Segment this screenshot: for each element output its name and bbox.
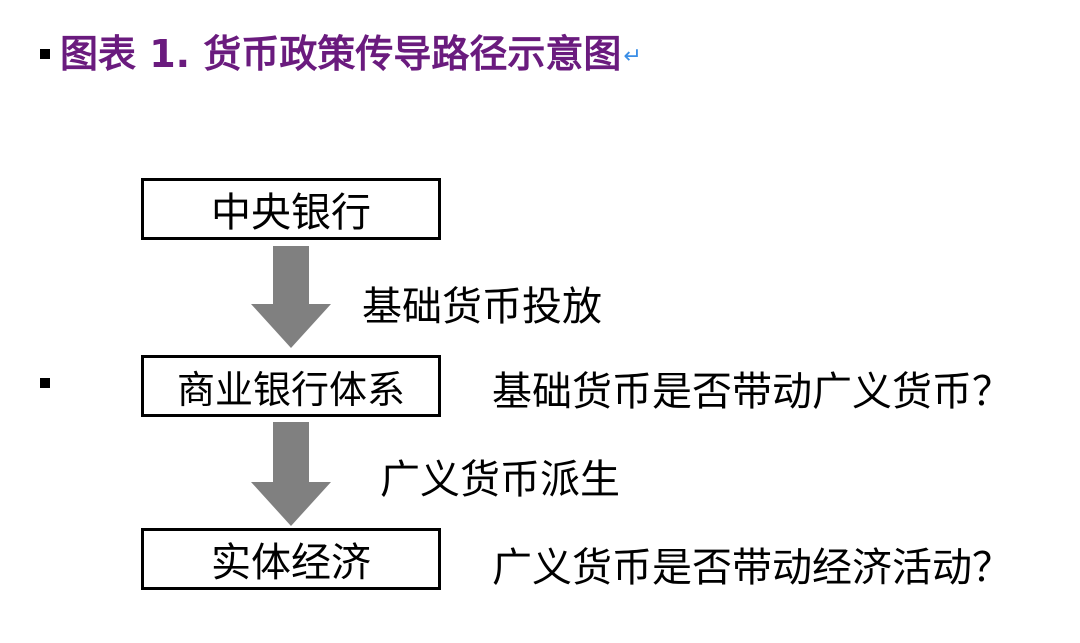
question-broad-to-activity: 广义货币是否带动经济活动？ xyxy=(492,545,1012,591)
node-commercial-banks: 商业银行体系 xyxy=(141,355,441,417)
diagram-title: 图表 1. 货币政策传导路径示意图↵ xyxy=(60,24,642,84)
node-central-bank: 中央银行 xyxy=(141,178,441,240)
arrow-commercial-to-real xyxy=(251,422,331,526)
question-base-to-broad: 基础货币是否带动广义货币？ xyxy=(492,369,1012,415)
return-arrow-icon: ↵ xyxy=(623,43,642,69)
node-central-bank-label: 中央银行 xyxy=(211,190,371,236)
node-real-economy-label: 实体经济 xyxy=(211,540,371,586)
arrow-central-to-commercial xyxy=(251,246,331,348)
node-commercial-banks-label: 商业银行体系 xyxy=(176,367,405,412)
node-real-economy: 实体经济 xyxy=(141,528,441,590)
title-bullet xyxy=(40,49,50,59)
side-bullet xyxy=(40,378,50,388)
edge-label-base-money: 基础货币投放 xyxy=(362,284,602,330)
diagram-title-text: 图表 1. 货币政策传导路径示意图 xyxy=(60,32,622,76)
edge-label-broad-money: 广义货币派生 xyxy=(380,457,620,503)
arrow-shape xyxy=(251,246,331,348)
arrow-shape xyxy=(251,422,331,526)
